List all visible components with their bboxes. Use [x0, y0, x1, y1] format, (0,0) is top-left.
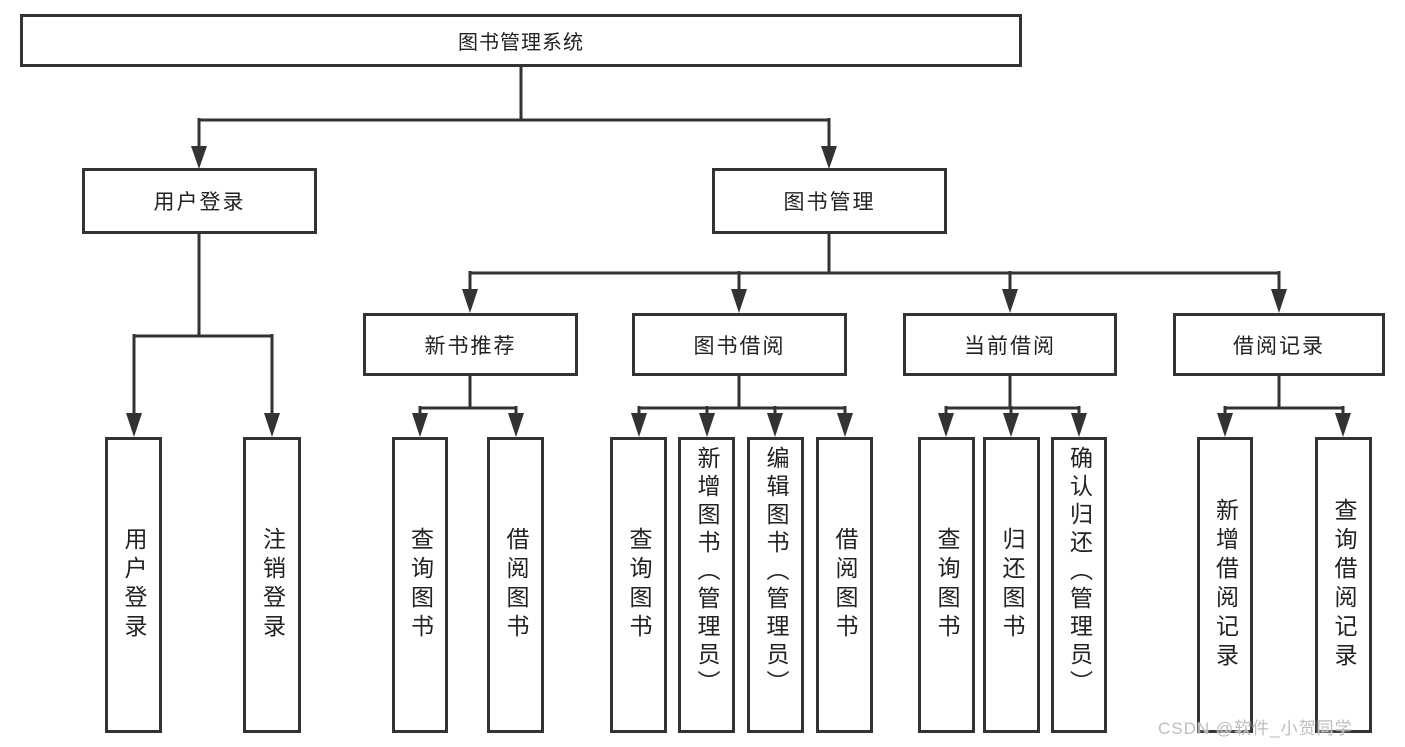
leaf-logout: 注销登录	[243, 437, 301, 733]
connector-current-borrow-children	[938, 376, 1087, 437]
leaf-confirm-return-admin: 确认归还（管理员）	[1051, 437, 1107, 733]
leaf-add-borrow-record: 新增借阅记录	[1197, 437, 1253, 733]
leaf-borrow-books: 借阅图书	[816, 437, 873, 733]
leaf-user-login: 用户登录	[105, 437, 162, 733]
leaf-query-books-current: 查询图书	[918, 437, 975, 733]
connector-borrow-records-children	[1217, 376, 1351, 437]
leaf-borrow-books-recommend: 借阅图书	[487, 437, 544, 733]
connector-user-login-children	[126, 234, 280, 437]
node-book-management: 图书管理	[712, 168, 947, 234]
leaf-add-books-admin: 新增图书（管理员）	[678, 437, 735, 733]
node-current-borrow: 当前借阅	[903, 313, 1117, 376]
node-user-login: 用户登录	[82, 168, 317, 234]
leaf-query-books-borrow: 查询图书	[610, 437, 667, 733]
node-root-library-system: 图书管理系统	[20, 14, 1022, 67]
connector-book-management-children	[462, 234, 1287, 313]
node-book-borrow: 图书借阅	[632, 313, 847, 376]
node-borrow-records: 借阅记录	[1173, 313, 1385, 376]
leaf-return-books: 归还图书	[983, 437, 1040, 733]
leaf-edit-books-admin: 编辑图书（管理员）	[747, 437, 804, 733]
leaf-query-borrow-record: 查询借阅记录	[1315, 437, 1372, 733]
leaf-query-books-recommend: 查询图书	[392, 437, 448, 733]
connector-book-borrow-children	[631, 376, 853, 437]
csdn-watermark: CSDN @软件_小贺同学	[1158, 719, 1353, 738]
node-new-book-recommend: 新书推荐	[363, 313, 578, 376]
connector-new-book-children	[412, 376, 524, 437]
connector-root-to-level2	[191, 67, 837, 169]
